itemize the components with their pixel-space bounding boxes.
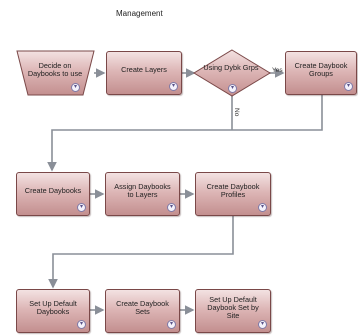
node-label: Create Daybooks	[24, 185, 82, 195]
decision-using-dybk-grps[interactable]: Using Dybk Grps	[203, 63, 259, 72]
node-set-up-default-daybook-set-by-site[interactable]: Set Up Default Daybook Set by Site ▾	[195, 289, 271, 333]
node-label: Set Up Default Daybooks	[29, 298, 77, 316]
chevron-down-icon[interactable]: ▾	[228, 84, 237, 93]
node-create-daybook-sets[interactable]: Create Daybook Sets ▾	[105, 289, 180, 333]
chevron-down-icon[interactable]: ▾	[169, 82, 178, 91]
condition-yes-label: Yes	[272, 67, 283, 74]
decision-diamond-shape	[193, 49, 271, 97]
node-create-daybook-profiles[interactable]: Create Daybook Profiles ▾	[195, 172, 271, 216]
node-label: Create Daybook Profiles	[206, 181, 260, 199]
node-label: Create Layers	[121, 64, 167, 74]
node-label: Assign Daybooks to Layers	[114, 181, 171, 199]
node-create-layers[interactable]: Create Layers ▾	[106, 51, 182, 95]
chevron-down-icon[interactable]: ▾	[344, 82, 353, 91]
chevron-down-icon[interactable]: ▾	[77, 320, 86, 329]
chevron-down-icon[interactable]: ▾	[167, 320, 176, 329]
diagram-title: Management	[116, 9, 163, 18]
node-label: Decide on Daybooks to use	[27, 60, 83, 78]
node-label: Create Daybook Sets	[116, 298, 169, 316]
chevron-down-icon[interactable]: ▾	[258, 320, 267, 329]
node-create-daybook-groups[interactable]: Create Daybook Groups ▾	[285, 51, 357, 95]
chevron-down-icon[interactable]: ▾	[71, 83, 80, 92]
connector-profiles-defaults	[48, 216, 234, 289]
node-create-daybooks[interactable]: Create Daybooks ▾	[16, 172, 90, 216]
node-label: Create Daybook Groups	[294, 60, 348, 78]
node-label: Set Up Default Daybook Set by Site	[207, 294, 259, 321]
condition-no-label: No	[233, 108, 240, 117]
connector-groups-daybooks	[47, 95, 323, 172]
chevron-down-icon[interactable]: ▾	[77, 203, 86, 212]
node-decide-on-daybooks[interactable]: Decide on Daybooks to use ▾	[20, 51, 90, 95]
node-assign-daybooks-to-layers[interactable]: Assign Daybooks to Layers ▾	[105, 172, 180, 216]
chevron-down-icon[interactable]: ▾	[167, 203, 176, 212]
node-set-up-default-daybooks[interactable]: Set Up Default Daybooks ▾	[16, 289, 90, 333]
chevron-down-icon[interactable]: ▾	[258, 203, 267, 212]
